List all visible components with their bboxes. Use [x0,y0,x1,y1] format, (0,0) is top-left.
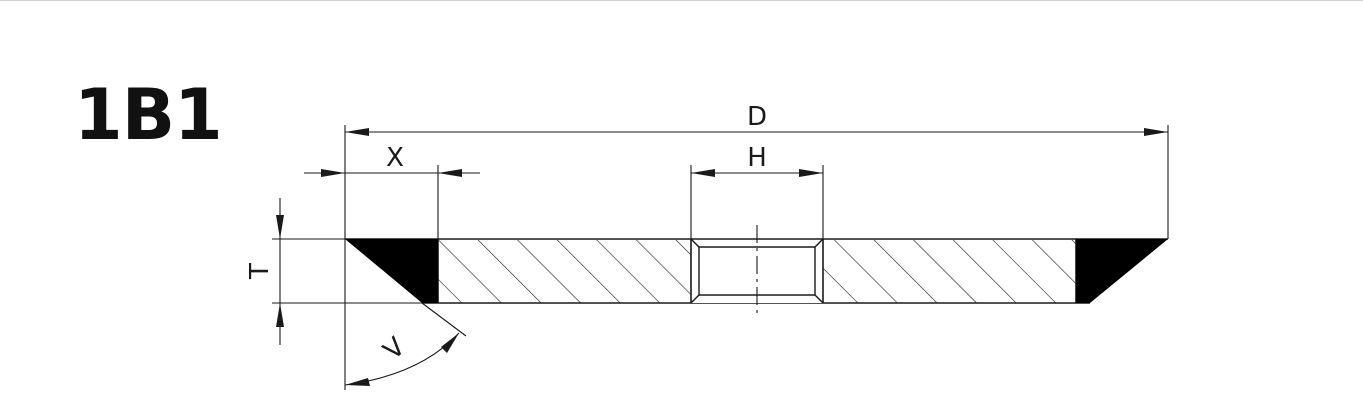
extension-lines [272,125,1169,390]
dimension-T: T [245,198,284,345]
wheel-body [345,225,1168,318]
hatched-core-left [438,240,691,303]
dimension-X: X [304,143,480,177]
label-X: X [386,143,404,173]
label-D: D [747,102,767,132]
label-T: T [245,263,275,280]
top-divider [0,0,1363,1]
abrasive-rim-right [1076,239,1168,303]
label-H: H [747,143,767,173]
hatched-core-right [823,240,1076,303]
angle-V: V [344,332,460,386]
label-V: V [378,332,411,366]
abrasive-rim-left [345,239,438,303]
dimension-H: H [691,143,823,177]
dimension-D: D [345,102,1168,136]
product-code-title: 1B1 [74,74,223,156]
